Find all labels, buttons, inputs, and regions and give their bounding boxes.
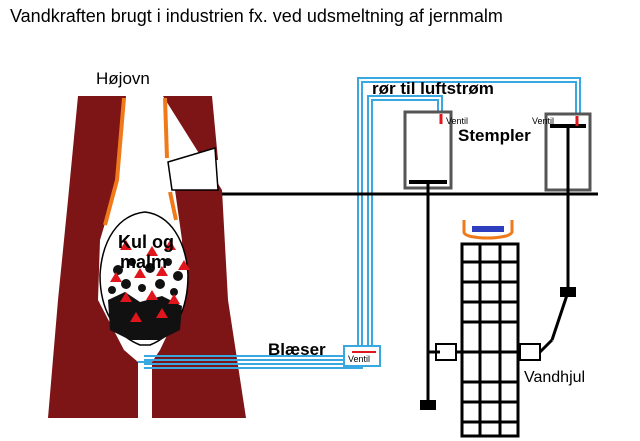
label-fuel-line2: malm — [120, 252, 167, 272]
air-pipes — [138, 77, 581, 369]
label-fuel-line1: Kul og — [118, 232, 174, 252]
label-pistons: Stempler — [458, 126, 531, 145]
coal-ore-charge — [108, 240, 190, 340]
furnace-side-hatch — [167, 147, 219, 191]
furnace-lining-right-lower — [168, 191, 178, 221]
label-valve-blower: Ventil — [348, 354, 370, 364]
furnace-lining-left — [103, 97, 126, 226]
blast-furnace — [48, 96, 246, 418]
diagram-title: Vandkraften brugt i industrien fx. ved u… — [10, 6, 503, 26]
label-blower: Blæser — [268, 340, 326, 359]
label-furnace: Højovn — [96, 69, 150, 88]
label-valve-left: Ventil — [446, 116, 468, 126]
piston-left — [403, 110, 453, 410]
water-wheel — [428, 220, 570, 438]
blower — [343, 345, 381, 367]
label-valve-right: Ventil — [532, 116, 554, 126]
furnace-lining-right — [163, 97, 169, 159]
piston-right — [544, 112, 592, 297]
label-wheel: Vandhjul — [524, 369, 585, 386]
label-pipe: rør til luftstrøm — [372, 79, 494, 98]
